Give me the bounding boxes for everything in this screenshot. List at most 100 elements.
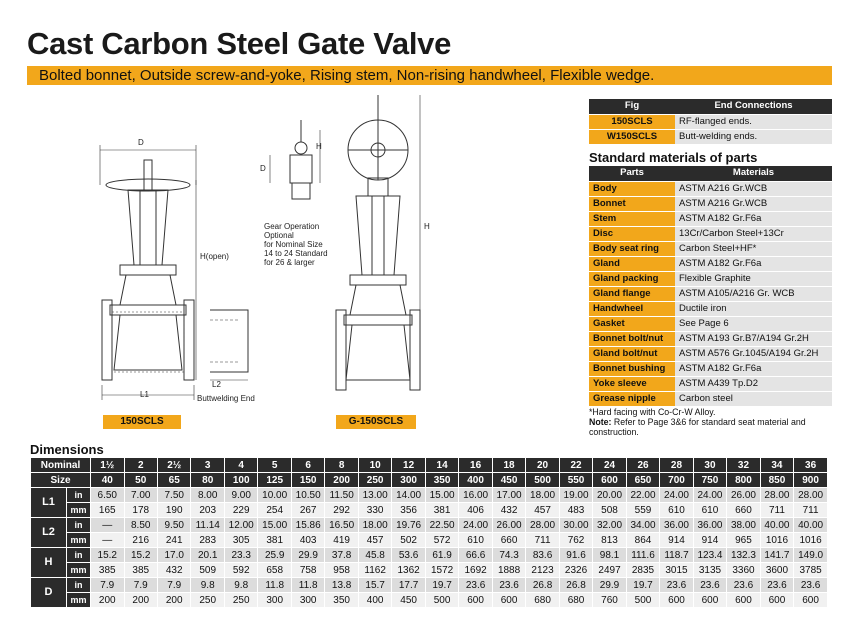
- size-inch: 1½: [90, 457, 125, 473]
- buttwelding-label: Buttwelding End: [197, 394, 255, 403]
- dim-value: 23.6: [491, 577, 527, 593]
- size-mm: 450: [491, 472, 527, 488]
- fig-code: W150SCLS: [589, 129, 675, 145]
- dim-value: 6.50: [90, 487, 125, 503]
- dim-value: 23.6: [458, 577, 493, 593]
- dim-value: 600: [793, 592, 828, 608]
- size-mm: 600: [592, 472, 627, 488]
- dim-value: 500: [424, 592, 460, 608]
- size-inch: 30: [692, 457, 728, 473]
- part-name: Body seat ring: [589, 241, 675, 257]
- dim-value: 18.00: [525, 487, 560, 503]
- valve-drawings: D H(open) L1 L2 Buttwelding End D H H Ge…: [80, 90, 580, 435]
- dim-value: 17.00: [491, 487, 527, 503]
- part-material: ASTM A105/A216 Gr. WCB: [675, 286, 832, 302]
- dim-value: 610: [692, 502, 728, 518]
- dim-value: 20.1: [190, 547, 225, 563]
- dim-value: 2835: [625, 562, 661, 578]
- dim-value: 38.00: [726, 517, 761, 533]
- size-inch: 6: [290, 457, 326, 473]
- dim-value: 28.00: [759, 487, 795, 503]
- dim-value: 457: [525, 502, 560, 518]
- dim-value: 1572: [424, 562, 460, 578]
- dim-value: 11.8: [257, 577, 292, 593]
- dim-value: 250: [190, 592, 225, 608]
- dim-value: 22.50: [424, 517, 460, 533]
- dim-value: 9.8: [223, 577, 259, 593]
- dim-value: 40.00: [793, 517, 828, 533]
- dim-value: 660: [726, 502, 761, 518]
- part-name: Gland flange: [589, 286, 675, 302]
- size-mm: 350: [424, 472, 460, 488]
- size-inch: 34: [759, 457, 795, 473]
- dim-value: 45.8: [357, 547, 393, 563]
- dim-value: 450: [391, 592, 426, 608]
- dim-value: 10.00: [257, 487, 292, 503]
- dim-value: 283: [190, 532, 225, 548]
- dim-value: 610: [659, 502, 694, 518]
- dim-value: 12.00: [223, 517, 259, 533]
- note-text: Refer to Page 3&6 for standard seat mate…: [589, 417, 806, 437]
- dim-value: 457: [357, 532, 393, 548]
- size-inch: 24: [592, 457, 627, 473]
- size-inch: 8: [324, 457, 359, 473]
- dim-value: 25.9: [257, 547, 292, 563]
- size-mm: 400: [458, 472, 493, 488]
- size-mm: 650: [625, 472, 661, 488]
- dim-d-left: D: [138, 138, 144, 147]
- size-mm: 40: [90, 472, 125, 488]
- dim-value: 200: [156, 592, 192, 608]
- dim-label-h: H: [30, 547, 67, 578]
- part-material: ASTM A439 Tp.D2: [675, 376, 832, 392]
- dim-value: 403: [290, 532, 326, 548]
- dim-value: 350: [324, 592, 359, 608]
- dim-value: 1016: [759, 532, 795, 548]
- size-mm: 750: [692, 472, 728, 488]
- note-label: Note:: [589, 417, 612, 427]
- size-mm: 700: [659, 472, 694, 488]
- dim-value: 600: [458, 592, 493, 608]
- dim-value: 500: [625, 592, 661, 608]
- dim-value: 592: [223, 562, 259, 578]
- dim-value: 29.9: [592, 577, 627, 593]
- dim-value: 24.00: [692, 487, 728, 503]
- dim-value: 118.7: [659, 547, 694, 563]
- dim-value: 36.00: [659, 517, 694, 533]
- size-inch: 16: [458, 457, 493, 473]
- gear-operation-note: Gear Operation Optional for Nominal Size…: [264, 222, 328, 267]
- unit-in: in: [65, 517, 92, 533]
- dim-value: 98.1: [592, 547, 627, 563]
- dim-label-d: D: [30, 577, 67, 608]
- dim-value: 300: [257, 592, 292, 608]
- size-inch: 4: [223, 457, 259, 473]
- dim-value: 600: [692, 592, 728, 608]
- dim-value: 2326: [558, 562, 594, 578]
- dim-value: 16.00: [458, 487, 493, 503]
- dim-value: 24.00: [659, 487, 694, 503]
- dim-value: 864: [625, 532, 661, 548]
- size-inch: 28: [659, 457, 694, 473]
- dim-value: 26.8: [558, 577, 594, 593]
- dim-value: 17.0: [156, 547, 192, 563]
- size-mm: 300: [391, 472, 426, 488]
- subtitle-bar: [27, 66, 832, 85]
- dim-value: 680: [525, 592, 560, 608]
- fig-code: 150SCLS: [589, 114, 675, 130]
- dim-value: 19.76: [391, 517, 426, 533]
- size-mm: 500: [525, 472, 560, 488]
- size-mm: 125: [257, 472, 292, 488]
- dim-value: 178: [123, 502, 158, 518]
- dim-value: 26.8: [525, 577, 560, 593]
- dim-value: 509: [190, 562, 225, 578]
- size-mm: 50: [123, 472, 158, 488]
